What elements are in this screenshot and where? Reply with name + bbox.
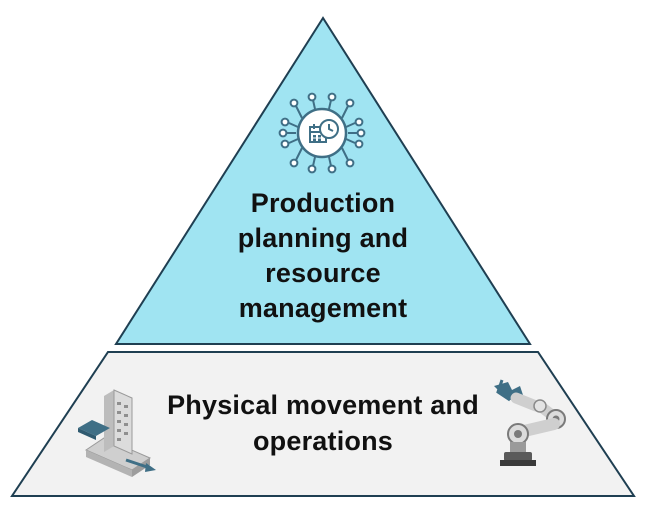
bottom-tier-line: Physical movement and: [167, 390, 479, 420]
top-tier-shape: [114, 16, 532, 345]
top-tier-line: resource: [265, 258, 381, 288]
automated-storage-icon: [78, 389, 156, 477]
top-tier-line: planning and: [237, 223, 409, 253]
bottom-tier-label: Physical movement and operations: [150, 387, 496, 459]
robotic-arm-icon: [494, 379, 566, 466]
top-tier-label: Production planning and resource managem…: [198, 186, 448, 326]
scheduling-circuit-icon: [278, 92, 366, 174]
bottom-tier-line: operations: [252, 426, 394, 456]
top-tier-line: Production: [250, 188, 396, 218]
top-tier-line: management: [238, 293, 408, 323]
bottom-tier-shape: [10, 351, 636, 497]
